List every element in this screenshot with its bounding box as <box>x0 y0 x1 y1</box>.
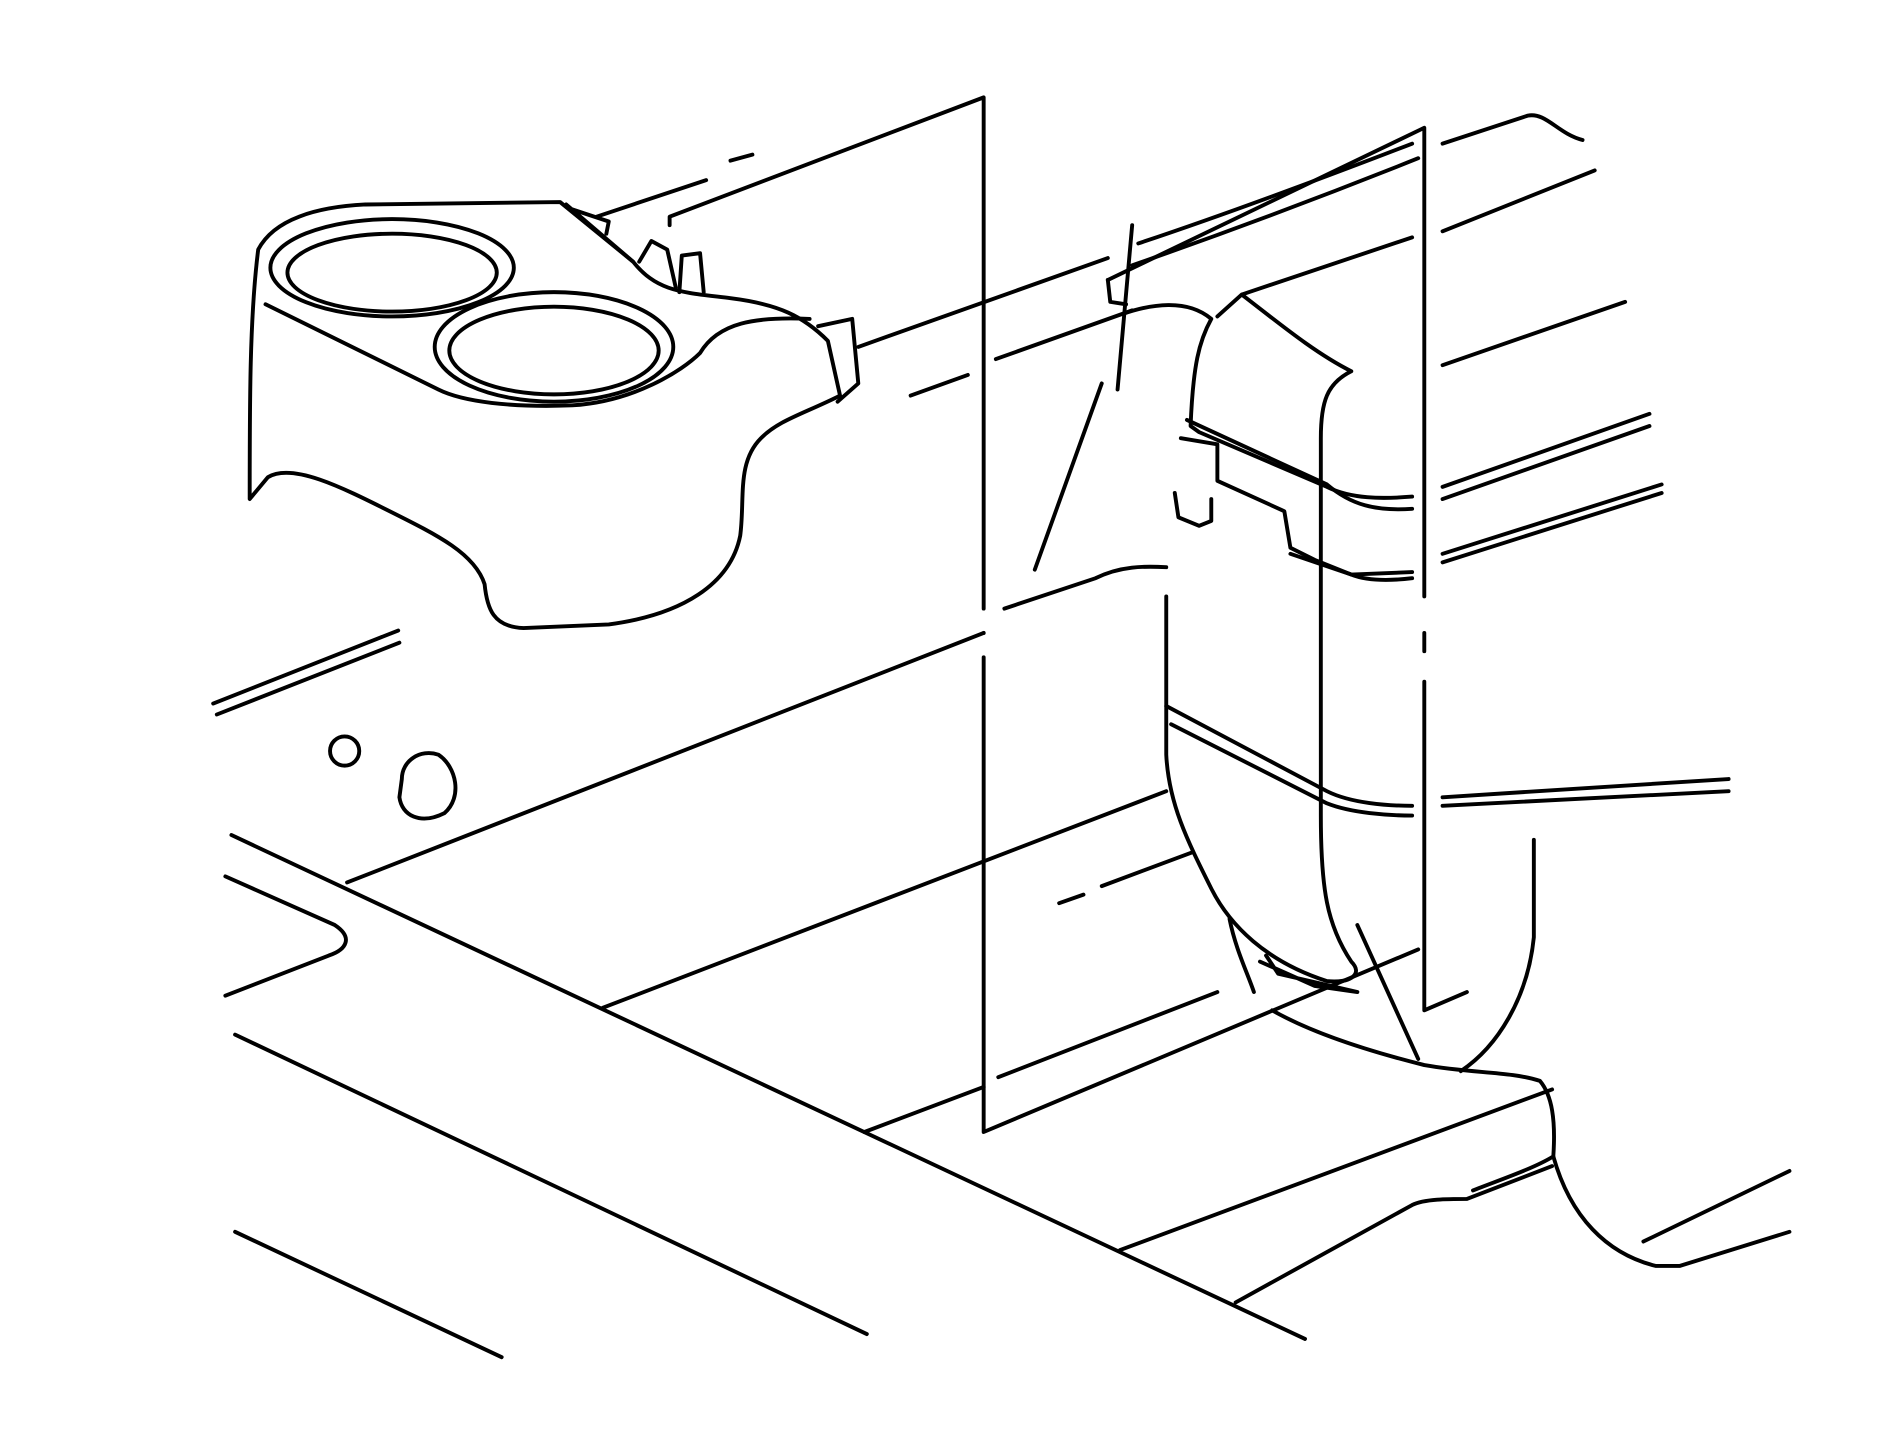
trim-panel <box>667 95 1469 1134</box>
cup-holder-console <box>247 200 861 631</box>
seat-bracket <box>1120 235 1556 1193</box>
mounting-hole <box>397 751 458 821</box>
cup-holder-front <box>432 290 676 404</box>
cup-holder-rear <box>268 217 516 319</box>
mounting-hole <box>328 734 362 768</box>
floor-panel <box>211 564 1555 1360</box>
